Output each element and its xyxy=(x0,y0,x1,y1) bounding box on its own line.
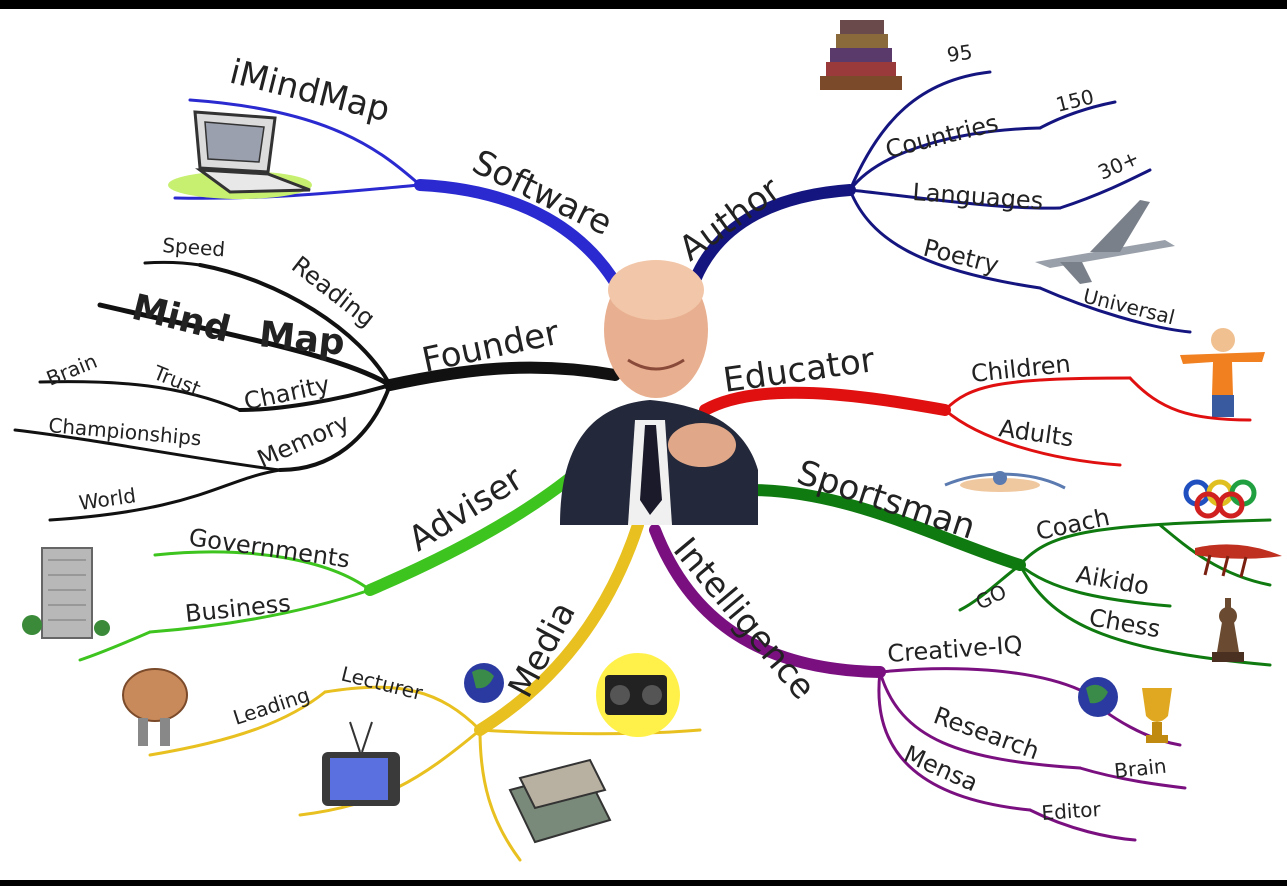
intelligence-label: Intelligence xyxy=(665,530,823,707)
founder-main-stroke xyxy=(384,361,621,391)
universal-label: Universal xyxy=(1081,284,1177,330)
author-150-label: 150 xyxy=(1053,84,1096,117)
software-sub-stroke-upper xyxy=(188,98,422,187)
lecturer-label: Lecturer xyxy=(339,662,426,706)
author-95-label: 95 xyxy=(945,40,974,67)
mind-label: Mind xyxy=(128,287,235,351)
chess-king-icon xyxy=(1212,598,1244,662)
branch-intelligence xyxy=(649,524,1187,842)
branch-founder xyxy=(13,260,621,522)
branch-software xyxy=(173,98,631,306)
portrait-photo xyxy=(560,260,758,525)
swimmer-icon xyxy=(944,471,1066,492)
business-label: Business xyxy=(184,589,292,628)
top-border xyxy=(0,0,1287,9)
books-icon xyxy=(820,20,902,90)
brain-founder-label: Brain xyxy=(43,349,101,391)
intelligence-main-stroke xyxy=(649,524,886,678)
brain-character-icon xyxy=(122,668,188,746)
coach-label: Coach xyxy=(1033,503,1112,546)
languages-label: Languages xyxy=(912,178,1045,215)
children-label: Children xyxy=(970,350,1072,388)
newspapers-icon xyxy=(508,758,612,844)
governments-label: Governments xyxy=(187,523,352,573)
laptop-icon xyxy=(168,110,312,199)
editor-label: Editor xyxy=(1041,797,1102,825)
go-label: GO xyxy=(972,579,1011,614)
trust-label: Trust xyxy=(149,360,204,401)
branch-media xyxy=(148,519,702,862)
bottom-border xyxy=(0,880,1287,886)
adults-label: Adults xyxy=(997,414,1075,452)
educator-main-stroke xyxy=(699,386,951,416)
brain-intelligence-label: Brain xyxy=(1113,754,1168,783)
software-main-stroke xyxy=(414,179,631,306)
software-sub-stroke-lower xyxy=(173,183,422,200)
speed-label: Speed xyxy=(162,233,226,261)
olympic-rings-icon xyxy=(1183,479,1257,519)
concorde-plane-icon xyxy=(1035,200,1175,284)
media-main-stroke xyxy=(474,519,644,736)
branch-author xyxy=(689,70,1192,334)
countries-label: Countries xyxy=(883,109,1001,164)
sportsman-main-stroke xyxy=(744,484,1026,571)
globe-icon xyxy=(464,663,504,703)
author-label: Author xyxy=(672,170,788,270)
charity-label: Charity xyxy=(241,370,332,415)
tv-icon xyxy=(322,721,400,806)
memory-label: Memory xyxy=(253,408,354,473)
map-label: Map xyxy=(257,314,347,364)
adviser-main-stroke xyxy=(364,464,586,596)
radio-icon xyxy=(596,653,680,737)
author-main-stroke xyxy=(689,184,856,286)
skyscraper-icon xyxy=(22,547,110,639)
globe-icon xyxy=(1078,677,1118,717)
child-figure-icon xyxy=(1180,328,1265,417)
trophy-icon xyxy=(1142,688,1172,743)
branch-adviser xyxy=(78,464,586,662)
rowing-boat-icon xyxy=(1195,544,1282,578)
chess-label: Chess xyxy=(1087,603,1163,643)
branch-educator xyxy=(699,376,1252,467)
creative-iq-label: Creative-IQ xyxy=(886,631,1023,668)
